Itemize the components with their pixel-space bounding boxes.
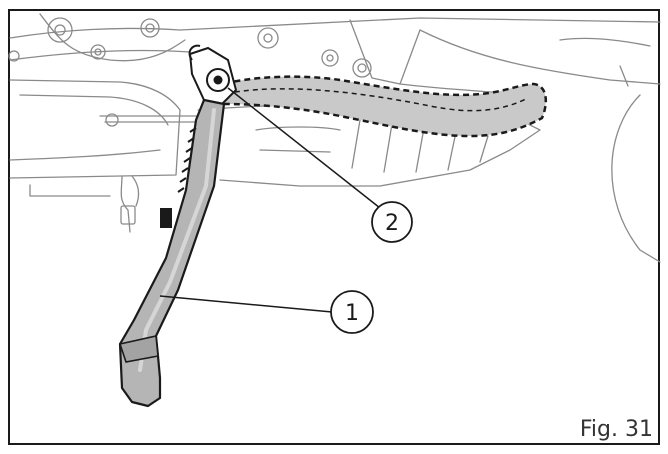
callout-bubble-2 — [371, 201, 413, 243]
side-stand — [118, 44, 238, 408]
figure-frame — [8, 9, 660, 445]
leader-line-2 — [227, 87, 381, 209]
callout-label-1: 1 — [345, 301, 359, 326]
callout-2: 2 — [227, 87, 413, 243]
callout-label-2: 2 — [385, 211, 399, 236]
engine-illustration — [8, 13, 661, 263]
callout-1: 1 — [159, 290, 374, 334]
figure-caption: Fig. 31 — [580, 417, 653, 442]
stand-raised-position — [213, 75, 548, 138]
leader-line-1 — [159, 295, 333, 313]
callout-bubble-1 — [330, 290, 374, 334]
